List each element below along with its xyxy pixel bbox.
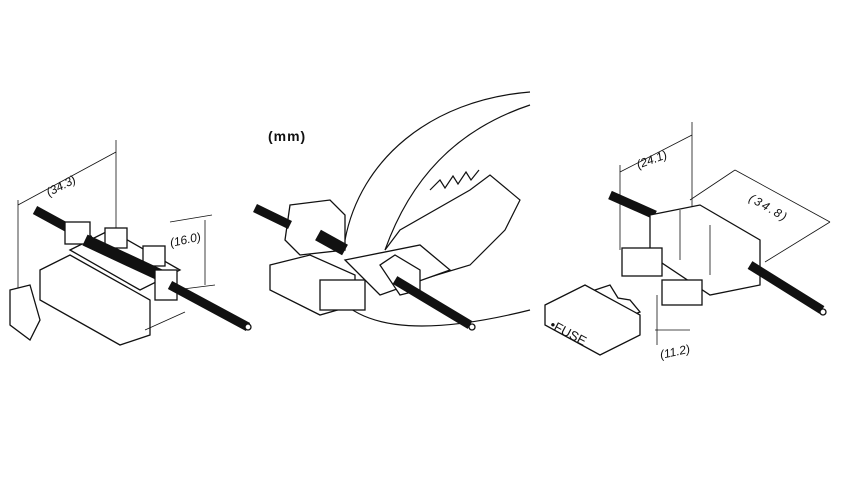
figure-fuse-holder <box>544 122 831 356</box>
figure-crimp-tool <box>253 91 531 331</box>
figure-connector-closed <box>9 140 252 346</box>
units-label: (mm) <box>268 128 307 144</box>
